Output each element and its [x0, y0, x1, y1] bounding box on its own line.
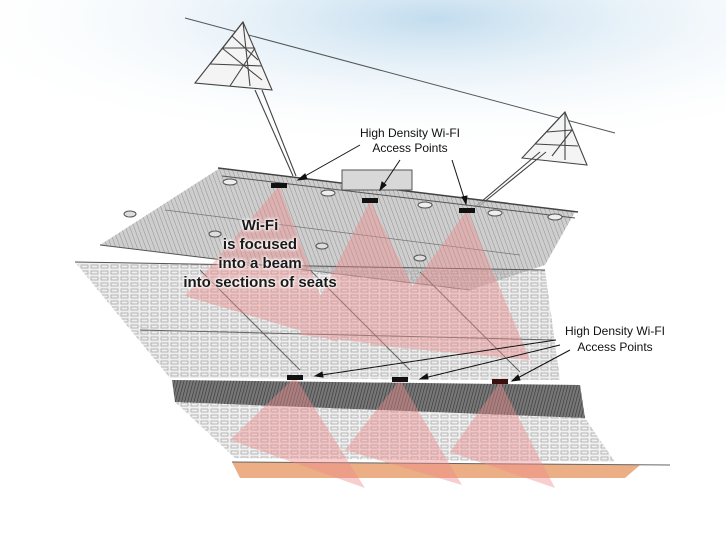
beam-mid-3 [450, 382, 555, 488]
wifi-caption-line2: is focused [222, 236, 298, 253]
wifi-caption-line1: Wi-Fi [241, 217, 279, 234]
callout-arrows [296, 144, 571, 382]
lower-stands [175, 402, 615, 462]
left-truss [193, 20, 297, 177]
access-point-top-2 [362, 198, 378, 203]
mid-access-points-line1: High Density Wi-FI [564, 324, 665, 338]
access-point-mid-1 [287, 375, 303, 380]
access-point-mid-2 [392, 377, 408, 382]
right-truss [474, 111, 588, 208]
beam-mid-2 [345, 380, 462, 485]
sky [0, 0, 726, 190]
top-access-points-line2: Access Points [372, 141, 448, 155]
access-point-mid-3 [492, 379, 508, 384]
access-points [271, 183, 508, 384]
access-point-top-3 [459, 208, 475, 213]
beam-top-1 [185, 186, 338, 342]
wifi-beam-caption: Wi-Fi is focused into a beam into sectio… [160, 216, 360, 292]
stadium-roof [99, 167, 579, 291]
wifi-caption-line3: into a beam [218, 255, 302, 272]
support-cable [184, 17, 616, 134]
upper-stands [74, 261, 560, 380]
access-point-top-1 [271, 183, 287, 188]
wifi-beams [185, 186, 555, 488]
mid-access-points-line2: Access Points [577, 340, 653, 354]
beam-top-2 [300, 201, 445, 352]
top-access-points-line1: High Density Wi-FI [359, 126, 460, 140]
beam-mid-1 [230, 377, 365, 488]
balcony-band [172, 380, 585, 418]
beam-top-3 [370, 210, 530, 360]
pitch [231, 461, 671, 478]
wifi-caption-line4: into sections of seats [183, 274, 337, 291]
top-access-points-label: High Density Wi-FI Access Points [330, 126, 490, 156]
mid-access-points-label: High Density Wi-FI Access Points [520, 323, 710, 355]
